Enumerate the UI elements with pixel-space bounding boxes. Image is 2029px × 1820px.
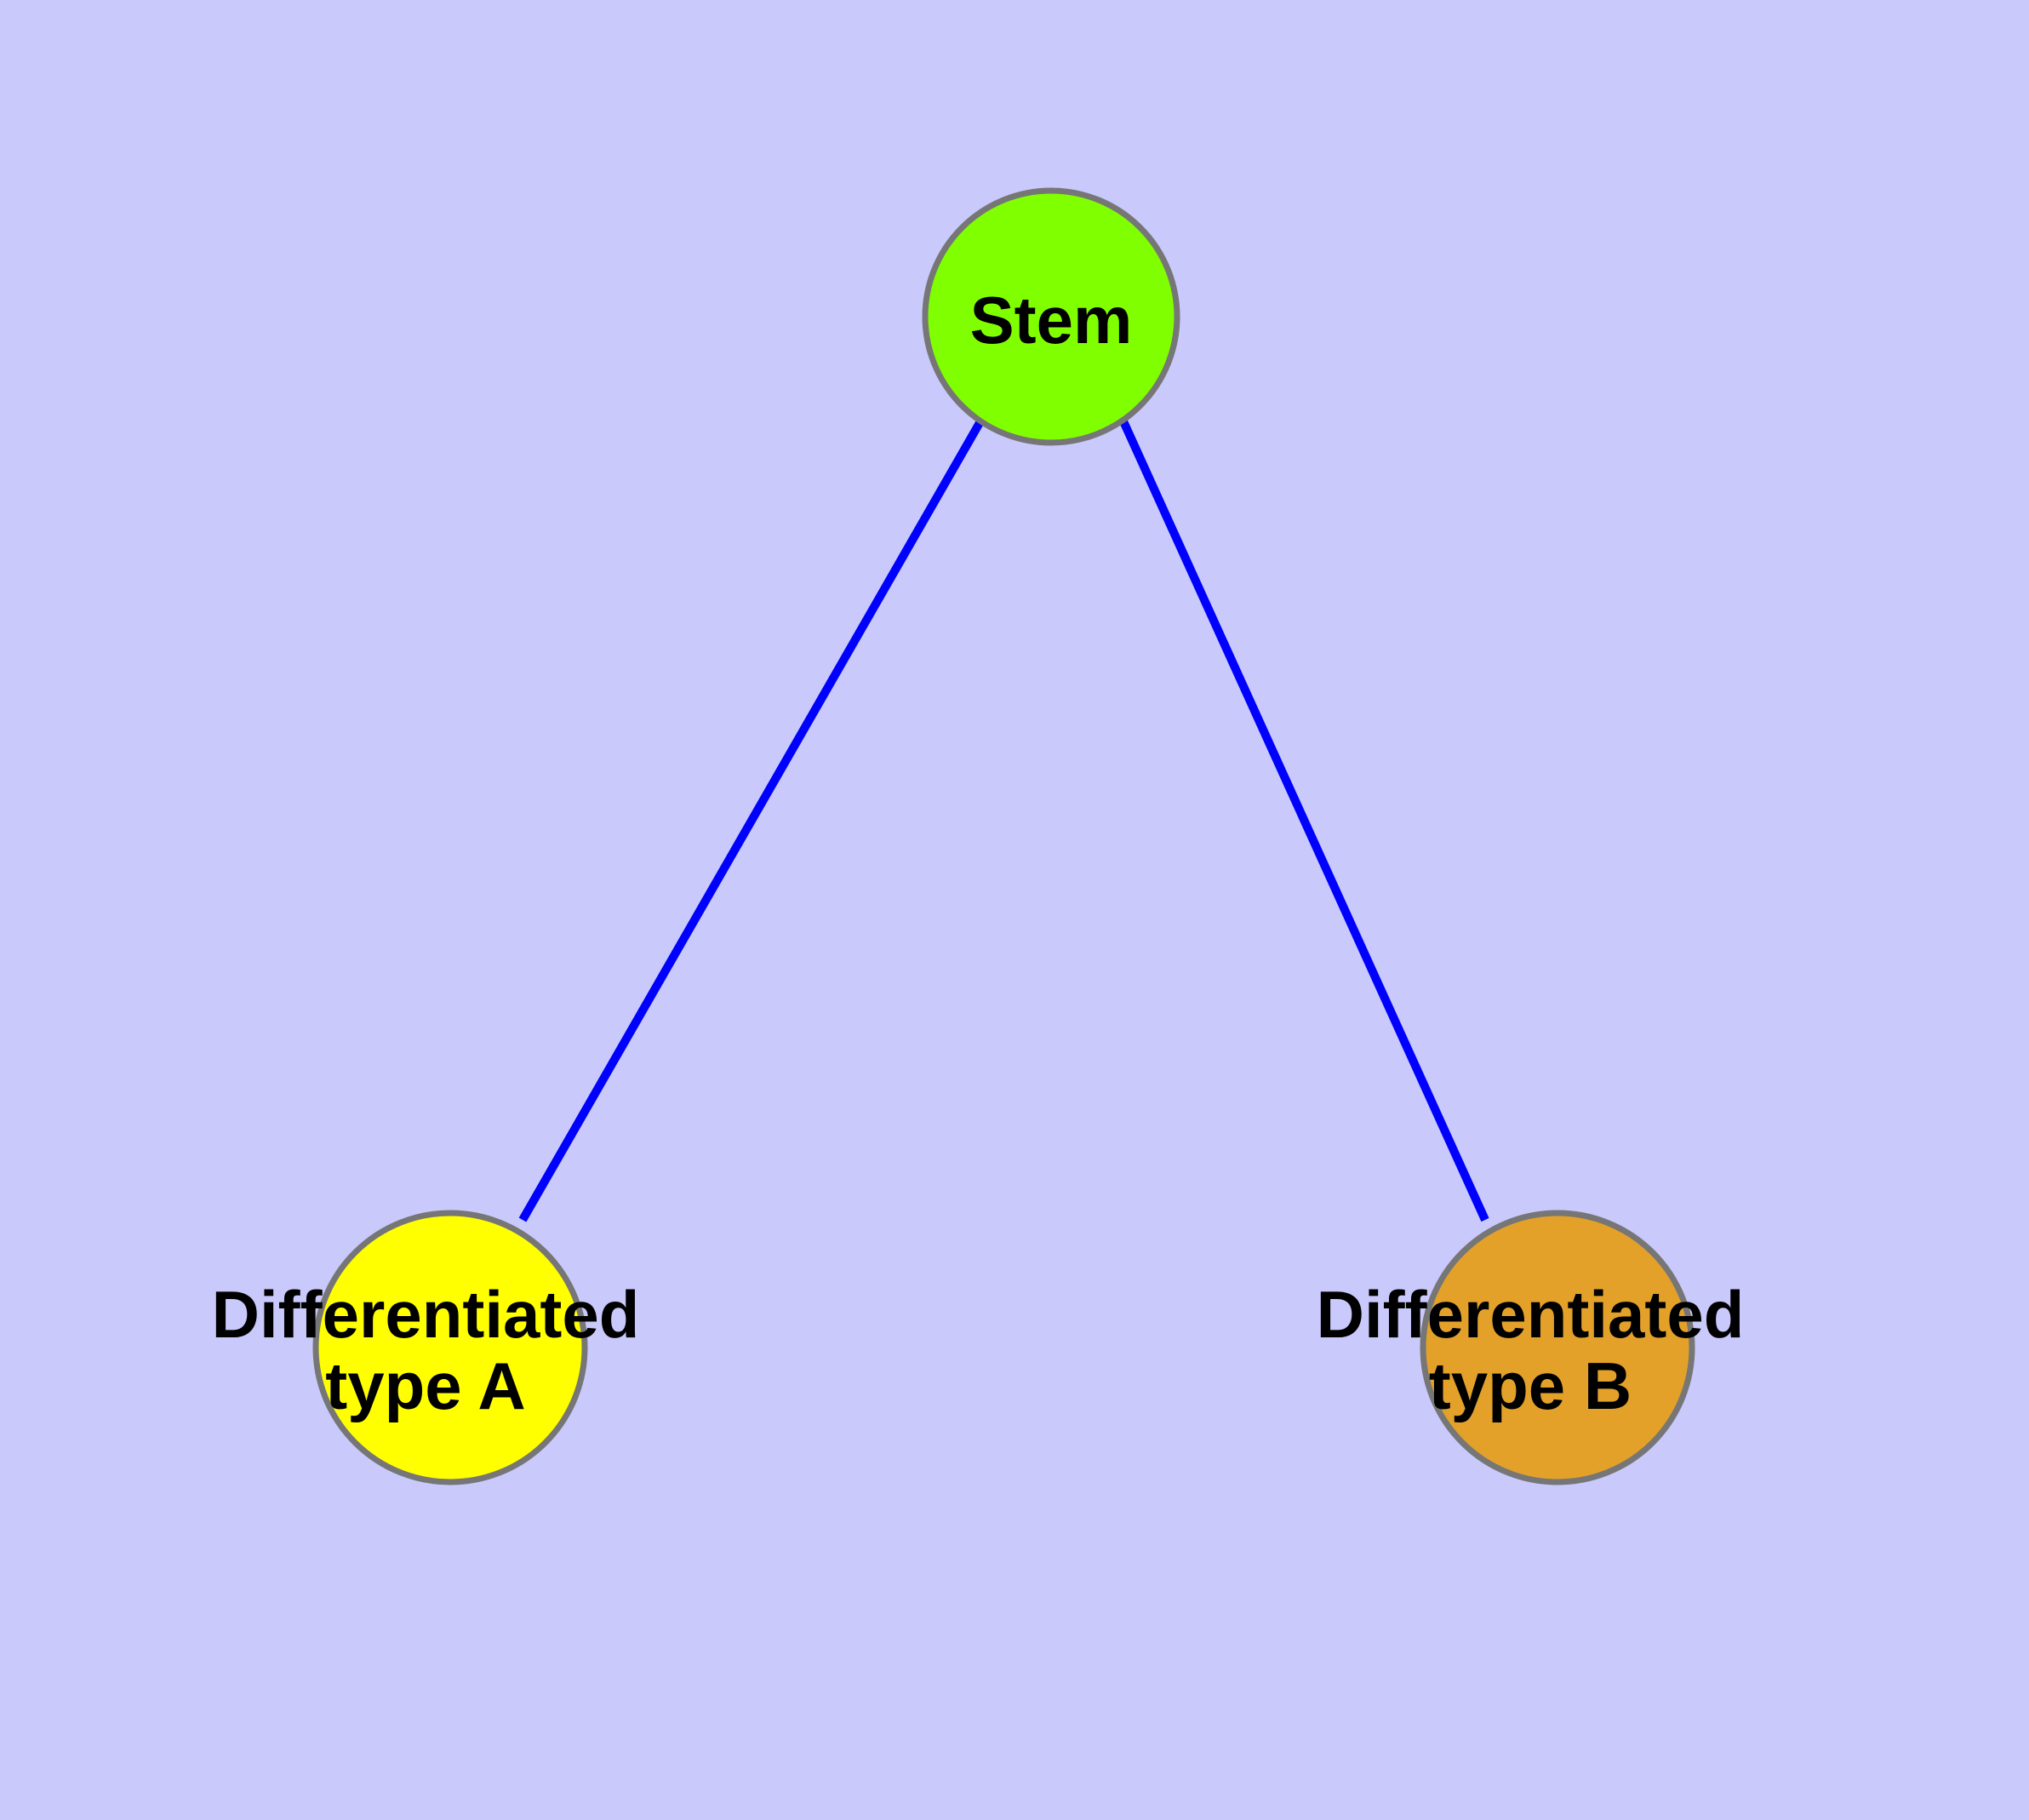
graph-edge-stem-to-b[interactable]	[1119, 419, 1489, 1222]
graph-node-diff_a[interactable]	[312, 1210, 588, 1485]
graph-node-stem[interactable]	[922, 187, 1180, 446]
graph-edge-stem-to-a[interactable]	[518, 419, 985, 1222]
edges-layer	[518, 419, 1489, 1222]
nodes-layer	[312, 187, 1695, 1485]
graph-node-diff_b[interactable]	[1420, 1210, 1695, 1485]
